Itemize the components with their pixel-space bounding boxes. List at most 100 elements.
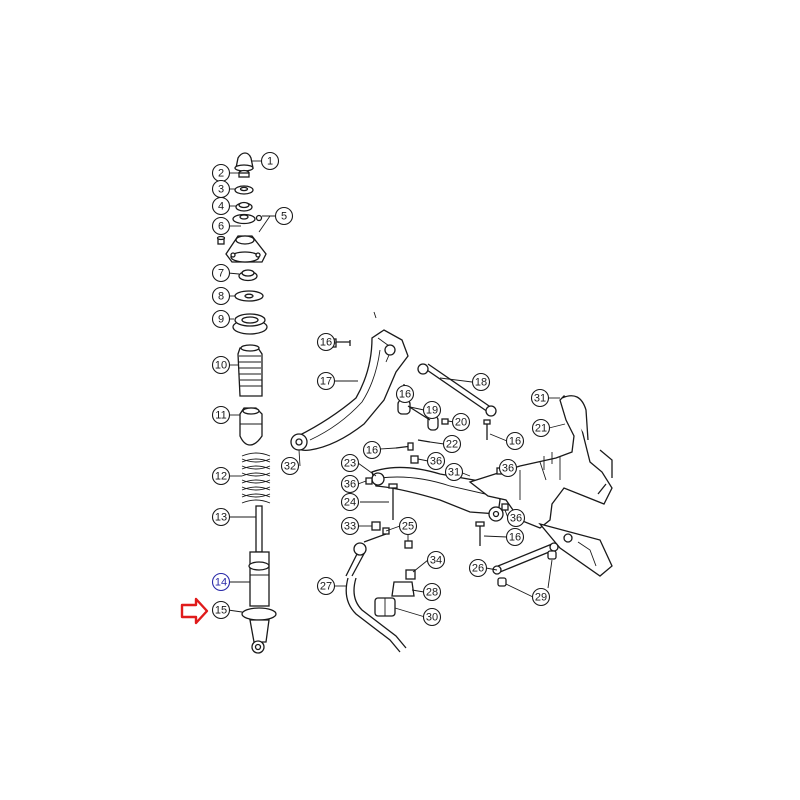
callout-label: 9 [218, 314, 224, 326]
callout-c36a: 36 [340, 474, 360, 494]
callout-label: 14 [215, 577, 227, 589]
callout-label: 6 [218, 221, 224, 233]
callout-circle [505, 431, 525, 451]
callout-label: 2 [218, 168, 224, 180]
callout-label: 21 [535, 423, 547, 435]
part-6-mount-nut [216, 235, 226, 245]
callout-c14: 14 [211, 572, 231, 592]
callout-c31a: 31 [530, 388, 550, 408]
part-9-spring-seat [232, 313, 268, 335]
callout-label: 36 [510, 513, 522, 525]
callout-circle [280, 456, 300, 476]
callout-circle [211, 286, 231, 306]
part-12-coil-spring [241, 452, 271, 504]
part-5-isolator [232, 213, 263, 225]
bolt-16d [483, 419, 491, 440]
callout-circle [422, 582, 442, 602]
callout-c30: 30 [422, 607, 442, 627]
callout-c16a: 16 [316, 332, 336, 352]
callout-circle [422, 400, 442, 420]
callout-c15: 15 [211, 600, 231, 620]
part-10-dust-boot [237, 344, 263, 397]
callout-c20: 20 [451, 412, 471, 432]
callout-c22: 22 [442, 434, 462, 454]
callout-circle [260, 151, 280, 171]
callout-c28: 28 [422, 582, 442, 602]
callout-c2: 2 [211, 163, 231, 183]
part-18-lateral-link [417, 363, 497, 417]
part-30-bushing [374, 597, 396, 617]
callout-c36d: 36 [506, 508, 526, 528]
callout-circle [211, 466, 231, 486]
part-21-crossmember [468, 395, 613, 577]
callout-circle [426, 550, 446, 570]
callout-label: 13 [215, 512, 227, 524]
callout-c12: 12 [211, 466, 231, 486]
callout-label: 32 [284, 461, 296, 473]
callout-c19: 19 [422, 400, 442, 420]
callout-c17: 17 [316, 371, 336, 391]
part-3-washer [234, 185, 254, 195]
callout-c31b: 31 [444, 462, 464, 482]
callout-circle [531, 587, 551, 607]
callout-c33: 33 [340, 516, 360, 536]
callout-circle [506, 508, 526, 528]
bolt-16e [475, 521, 485, 546]
callout-label: 31 [448, 467, 460, 479]
callout-circle [505, 527, 525, 547]
part-20-nut [441, 418, 449, 425]
callout-label: 27 [320, 581, 332, 593]
callout-label: 22 [446, 439, 458, 451]
bolt-16c [395, 442, 414, 451]
callout-circle [340, 516, 360, 536]
callout-label: 12 [215, 471, 227, 483]
callout-circle [211, 196, 231, 216]
callout-c6: 6 [211, 216, 231, 236]
callout-label: 36 [344, 479, 356, 491]
callout-c27: 27 [316, 576, 336, 596]
callout-circle [442, 434, 462, 454]
nut-36b [410, 455, 419, 464]
callout-c29: 29 [531, 587, 551, 607]
part-24-bolt [388, 483, 398, 520]
callout-label: 1 [267, 156, 273, 168]
callout-circle [471, 372, 491, 392]
callout-circle [340, 492, 360, 512]
part-29-bushings [497, 550, 557, 587]
callout-circle [468, 558, 488, 578]
callout-c7: 7 [211, 263, 231, 283]
callout-label: 4 [218, 201, 224, 213]
callout-label: 16 [320, 337, 332, 349]
callout-circle [211, 355, 231, 375]
callout-label: 28 [426, 587, 438, 599]
callout-circle [426, 451, 446, 471]
callout-circle [211, 507, 231, 527]
callout-label: 19 [426, 405, 438, 417]
pointer-arrow-icon [180, 597, 209, 625]
callout-label: 23 [344, 458, 356, 470]
part-19-link-bushings [397, 399, 439, 431]
callout-label: 3 [218, 184, 224, 196]
callout-circle [398, 516, 418, 536]
callout-label: 36 [430, 456, 442, 468]
callout-c11: 11 [211, 405, 231, 425]
callout-circle [316, 332, 336, 352]
callout-circle [211, 572, 231, 592]
strut-upper-mount [225, 235, 267, 263]
callout-circle [422, 607, 442, 627]
callout-circle [211, 600, 231, 620]
callout-label: 33 [344, 521, 356, 533]
nut-36a [365, 477, 373, 485]
callout-c21: 21 [531, 418, 551, 438]
callout-c32: 32 [280, 456, 300, 476]
callout-circle [316, 371, 336, 391]
callout-label: 17 [320, 376, 332, 388]
callout-circle [362, 440, 382, 460]
callout-label: 7 [218, 268, 224, 280]
callout-c1: 1 [260, 151, 280, 171]
callout-circle [395, 384, 415, 404]
callout-c36b: 36 [426, 451, 446, 471]
callout-c25: 25 [398, 516, 418, 536]
callout-c26: 26 [468, 558, 488, 578]
